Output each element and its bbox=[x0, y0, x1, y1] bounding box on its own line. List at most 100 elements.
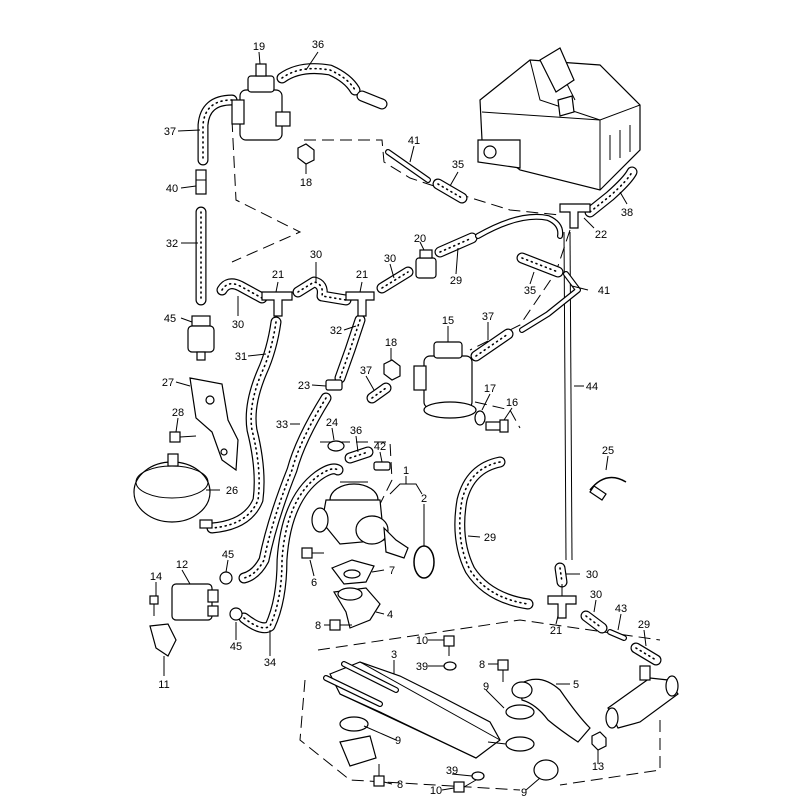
part-label: 38 bbox=[621, 207, 633, 219]
part-label: 43 bbox=[615, 603, 627, 615]
part-label: 5 bbox=[573, 679, 579, 691]
part-label: 12 bbox=[176, 559, 188, 571]
part-label: 21 bbox=[272, 269, 284, 281]
hose-32-middle bbox=[334, 314, 366, 384]
hose-38 bbox=[584, 166, 638, 218]
hose-29-lower bbox=[630, 642, 662, 666]
part-label: 37 bbox=[482, 311, 494, 323]
hose-29-upper bbox=[434, 232, 478, 258]
pipe-43 bbox=[607, 629, 627, 641]
hose-30-middle bbox=[292, 276, 352, 306]
nut-13 bbox=[591, 731, 607, 751]
filter-45-lower bbox=[229, 607, 243, 621]
part-label: 25 bbox=[602, 445, 614, 457]
part-label: 30 bbox=[310, 249, 322, 261]
part-label: 30 bbox=[590, 589, 602, 601]
gasket-9-left bbox=[339, 716, 369, 732]
part-label: 14 bbox=[150, 571, 162, 583]
hose-36-lower bbox=[344, 446, 374, 464]
hose-30-left bbox=[216, 278, 268, 304]
hose-37-middle bbox=[470, 328, 514, 362]
hose-37-lower bbox=[366, 382, 392, 404]
connector-23 bbox=[325, 379, 343, 391]
part-label: 15 bbox=[442, 315, 454, 327]
solenoid-valve-19 bbox=[231, 63, 291, 141]
part-label: 32 bbox=[166, 238, 178, 250]
part-label: 35 bbox=[452, 159, 464, 171]
gasket-7 bbox=[331, 559, 375, 585]
gasket-9-middle bbox=[505, 736, 535, 752]
part-label: 8 bbox=[479, 659, 485, 671]
part-label: 37 bbox=[360, 365, 372, 377]
bolt-8-middle bbox=[497, 659, 509, 682]
clamp-25 bbox=[589, 476, 627, 501]
part-label: 44 bbox=[586, 381, 598, 393]
part-label: 11 bbox=[158, 679, 169, 691]
part-label: 32 bbox=[330, 325, 342, 337]
hose-34 bbox=[238, 463, 344, 634]
part-label: 27 bbox=[162, 377, 174, 389]
pipe-41 bbox=[385, 149, 431, 183]
part-label: 29 bbox=[450, 275, 462, 287]
part-label: 4 bbox=[387, 609, 393, 621]
part-label: 35 bbox=[524, 285, 536, 297]
part-label: 19 bbox=[253, 41, 265, 53]
solenoid-valve-15 bbox=[413, 341, 477, 419]
nut-18-top bbox=[297, 143, 315, 165]
part-label: 17 bbox=[484, 383, 496, 395]
part-label: 7 bbox=[389, 565, 395, 577]
part-label: 31 bbox=[235, 351, 247, 363]
part-label: 28 bbox=[172, 407, 184, 419]
pipe-4 bbox=[333, 587, 381, 629]
part-label: 9 bbox=[395, 735, 401, 747]
part-label: 36 bbox=[350, 425, 362, 437]
part-label: 42 bbox=[374, 441, 386, 453]
bolt-28 bbox=[169, 431, 197, 443]
part-label: 29 bbox=[484, 532, 496, 544]
solenoid-12 bbox=[171, 583, 219, 621]
part-label: 37 bbox=[164, 126, 176, 138]
pipe-42 bbox=[373, 461, 391, 471]
connector-lower-right bbox=[605, 665, 679, 729]
hose-36-top bbox=[276, 63, 388, 110]
part-label: 8 bbox=[315, 620, 321, 632]
part-label: 10 bbox=[416, 635, 428, 647]
part-labels: 19 36 37 41 35 18 38 40 22 32 30 20 21 2… bbox=[150, 39, 650, 799]
washer-39-lower bbox=[471, 771, 485, 781]
connector-40 bbox=[195, 169, 207, 195]
part-label: 45 bbox=[164, 313, 176, 325]
part-label: 36 bbox=[312, 39, 324, 51]
egr-cooler-3 bbox=[323, 661, 501, 759]
part-label: 16 bbox=[506, 397, 518, 409]
part-label: 24 bbox=[326, 417, 338, 429]
gasket-9-lower bbox=[533, 759, 559, 781]
part-label: 39 bbox=[416, 661, 428, 673]
part-label: 30 bbox=[586, 569, 598, 581]
gasket-9-upper bbox=[505, 704, 535, 720]
bolt-6 bbox=[301, 547, 324, 559]
part-label: 33 bbox=[276, 419, 288, 431]
tee-21-middle bbox=[345, 291, 375, 317]
part-label: 29 bbox=[638, 619, 650, 631]
part-label: 30 bbox=[232, 319, 244, 331]
components bbox=[133, 63, 679, 793]
hose-37-left bbox=[197, 94, 238, 166]
part-label: 10 bbox=[430, 785, 442, 797]
hose-35-top bbox=[432, 178, 468, 204]
part-label: 21 bbox=[356, 269, 368, 281]
pipe-5 bbox=[511, 678, 591, 743]
part-label: 8 bbox=[397, 779, 403, 791]
part-label: 3 bbox=[391, 649, 397, 661]
washer-39-upper bbox=[443, 661, 457, 671]
hoses bbox=[195, 63, 662, 666]
hose-29-large bbox=[454, 456, 534, 610]
part-label: 39 bbox=[446, 765, 458, 777]
part-label: 21 bbox=[550, 625, 562, 637]
washer-17 bbox=[474, 410, 486, 426]
part-label: 40 bbox=[166, 183, 178, 195]
part-label: 41 bbox=[598, 285, 610, 297]
filter-45-middle bbox=[219, 571, 233, 585]
pipe-upper-right bbox=[475, 213, 564, 239]
part-label: 1 bbox=[403, 465, 409, 477]
